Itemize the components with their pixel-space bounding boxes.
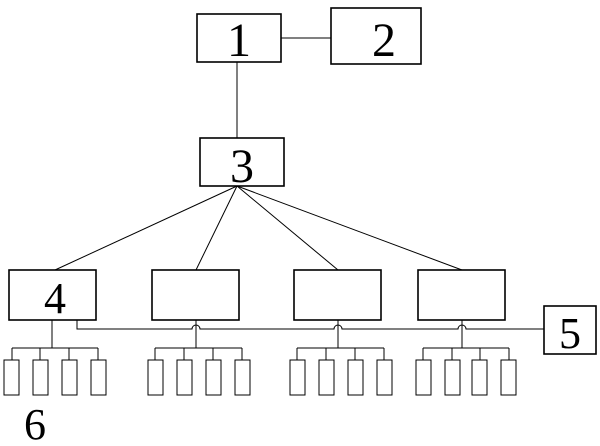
module-cell bbox=[176, 359, 193, 396]
branch-group-c bbox=[289, 320, 393, 396]
box-4 bbox=[8, 269, 97, 321]
branch-group-a bbox=[3, 320, 107, 396]
module-cell bbox=[500, 359, 517, 396]
unit-c bbox=[293, 269, 382, 321]
module-cell bbox=[347, 359, 364, 396]
module-cell bbox=[376, 359, 393, 396]
module-cell bbox=[90, 359, 107, 396]
module-cell bbox=[205, 359, 222, 396]
unit-d bbox=[417, 269, 506, 321]
link-3-4 bbox=[54, 185, 238, 271]
label-6: 6 bbox=[24, 400, 46, 446]
bus-line bbox=[76, 320, 544, 330]
module-cell bbox=[471, 359, 488, 396]
branch-group-d bbox=[415, 320, 517, 396]
box-5 bbox=[543, 305, 597, 355]
box-1-label: 1 bbox=[227, 14, 251, 67]
box-2-label: 2 bbox=[372, 14, 396, 67]
box-3 bbox=[199, 137, 285, 187]
box-5-label: 5 bbox=[559, 309, 581, 358]
link-3-unit-d bbox=[236, 185, 463, 271]
module-cell bbox=[318, 359, 335, 396]
box-2 bbox=[330, 7, 422, 65]
link-3-unit-b bbox=[195, 185, 238, 271]
module-cell bbox=[234, 359, 251, 396]
module-cell bbox=[32, 359, 49, 396]
box-3-label: 3 bbox=[230, 140, 254, 193]
module-cell bbox=[415, 359, 432, 396]
module-cell bbox=[147, 359, 164, 396]
branch-group-b bbox=[147, 320, 251, 396]
unit-b bbox=[151, 269, 240, 321]
link-3-unit-c bbox=[236, 185, 339, 271]
module-cell bbox=[61, 359, 78, 396]
module-cell bbox=[289, 359, 306, 396]
module-cell bbox=[444, 359, 461, 396]
module-cell bbox=[3, 359, 20, 396]
box-1 bbox=[196, 13, 282, 63]
box-4-label: 4 bbox=[44, 274, 66, 323]
